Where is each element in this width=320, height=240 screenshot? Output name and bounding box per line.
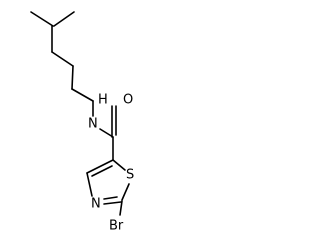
bond-c2-c3 [71,65,74,90]
bond-n3-c4 [86,172,93,197]
molecule-structure: N H O S N Br [30,11,134,234]
thiazole-ring: S N [86,159,134,212]
bond-s-c2 [121,183,130,201]
ring-nitrogen-label: N [91,197,101,212]
bromo-substituent: Br [109,200,124,234]
carbonyl-oxygen-label: O [123,93,133,108]
bond-c2-n3-b [103,196,118,200]
bromine-label: Br [109,219,124,234]
amide-group: N H O [88,93,133,161]
bond-c1-c2 [51,51,74,67]
bond-c4-c5-a [86,159,114,174]
bond-c2-n3-a [103,201,122,205]
bond-ch3b-ch [53,11,75,27]
bond-c5-s [112,159,126,171]
amide-hydrogen-label: H [98,93,108,108]
bond-n-carbonyl [99,128,114,138]
bond-c3-c4 [71,88,94,102]
amide-nitrogen-label: N [88,117,98,132]
ring-sulfur-label: S [126,168,134,183]
bond-c2-br [119,200,123,216]
alkyl-chain [30,11,94,117]
bond-c4-c5-b [91,165,113,177]
bond-ch3a-ch [30,11,54,27]
